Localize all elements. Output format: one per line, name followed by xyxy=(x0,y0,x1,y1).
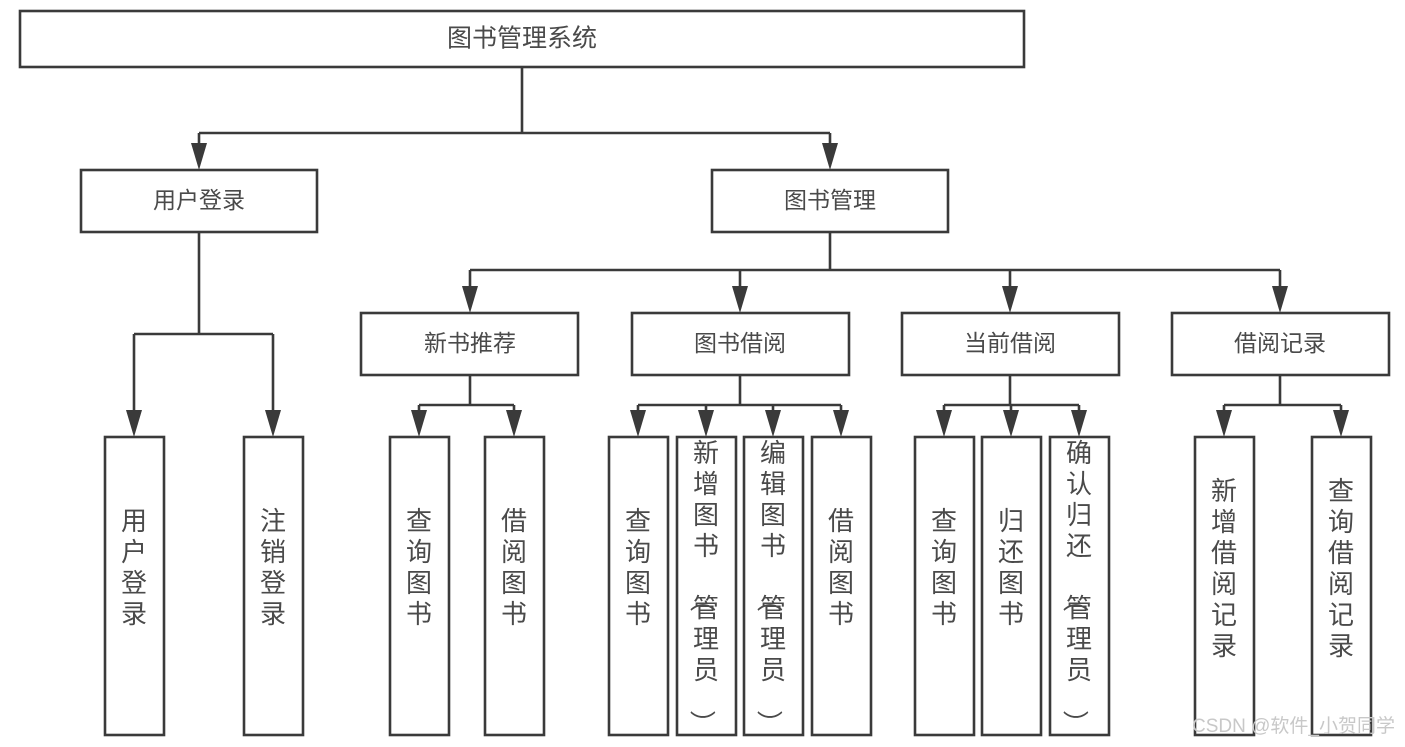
arrowhead-user-login xyxy=(191,143,207,170)
node-current-borrow-label: 当前借阅 xyxy=(964,330,1056,356)
node-leaf-add-book-box[interactable] xyxy=(675,435,738,737)
node-leaf-borrow-book-1-box[interactable] xyxy=(483,435,546,737)
connector-group-book-management xyxy=(462,232,1288,313)
node-leaf-borrow-book-2[interactable]: 借阅图书 xyxy=(810,435,873,737)
node-root-label: 图书管理系统 xyxy=(447,25,597,53)
node-leaf-query-record[interactable]: 查询借阅记录 xyxy=(1310,435,1373,737)
node-leaf-query-book-3-box[interactable] xyxy=(913,435,976,737)
arrowhead-book-management xyxy=(822,143,838,170)
node-user-login-label: 用户登录 xyxy=(153,187,245,213)
node-leaf-query-book-3-label: 查询图书 xyxy=(931,506,957,629)
node-leaf-edit-book[interactable]: 编辑图书（管理员） xyxy=(742,435,805,737)
node-leaf-user-logout[interactable]: 注销登录 xyxy=(242,435,305,737)
arrowhead-leaf-confirm-return xyxy=(1071,410,1087,437)
arrowhead-leaf-borrow-book-2 xyxy=(833,410,849,437)
node-leaf-return-book-label: 归还图书 xyxy=(998,506,1024,629)
arrowhead-leaf-query-book-2 xyxy=(630,410,646,437)
node-current-borrow-box[interactable] xyxy=(900,311,1121,377)
node-book-management-box[interactable] xyxy=(710,168,950,234)
arrowhead-leaf-query-book-3 xyxy=(936,410,952,437)
node-root[interactable]: 图书管理系统 xyxy=(18,9,1026,69)
node-leaf-query-book-3[interactable]: 查询图书 xyxy=(913,435,976,737)
node-leaf-add-record[interactable]: 新增借阅记录 xyxy=(1193,435,1256,737)
node-root-box[interactable] xyxy=(18,9,1026,69)
arrowhead-leaf-query-record xyxy=(1333,410,1349,437)
node-book-borrow-label: 图书借阅 xyxy=(694,330,786,356)
node-book-management-label: 图书管理 xyxy=(784,187,876,213)
node-leaf-borrow-book-1[interactable]: 借阅图书 xyxy=(483,435,546,737)
node-leaf-query-book-1[interactable]: 查询图书 xyxy=(388,435,451,737)
node-leaf-user-login[interactable]: 用户登录 xyxy=(103,435,166,737)
node-new-book-recommend-box[interactable] xyxy=(359,311,580,377)
arrowhead-leaf-query-book-1 xyxy=(411,410,427,437)
node-leaf-confirm-return-label: 确认归还（管理员） xyxy=(1060,438,1092,736)
node-leaf-query-book-2-label: 查询图书 xyxy=(625,506,651,629)
arrowhead-leaf-user-login xyxy=(126,410,142,437)
arrowhead-leaf-return-book xyxy=(1003,410,1019,437)
node-new-book-recommend-label: 新书推荐 xyxy=(424,330,516,356)
node-borrow-record[interactable]: 借阅记录 xyxy=(1170,311,1391,377)
arrowhead-new-book-recommend xyxy=(462,286,478,313)
node-leaf-edit-book-box[interactable] xyxy=(742,435,805,737)
node-book-borrow[interactable]: 图书借阅 xyxy=(630,311,851,377)
node-leaf-user-login-box[interactable] xyxy=(103,435,166,737)
node-leaf-query-book-2[interactable]: 查询图书 xyxy=(607,435,670,737)
connector-group-borrow-record xyxy=(1216,375,1349,437)
node-leaf-borrow-book-1-label: 借阅图书 xyxy=(501,506,527,629)
connector-group-new-book-recommend xyxy=(411,375,522,437)
node-leaf-query-book-1-box[interactable] xyxy=(388,435,451,737)
node-leaf-add-record-box[interactable] xyxy=(1193,435,1256,737)
connector-group-current-borrow xyxy=(936,375,1087,437)
arrowhead-leaf-user-logout xyxy=(265,410,281,437)
arrowhead-leaf-edit-book xyxy=(765,410,781,437)
arrowhead-book-borrow xyxy=(732,286,748,313)
node-leaf-confirm-return-box[interactable] xyxy=(1048,435,1111,737)
node-leaf-add-record-label: 新增借阅记录 xyxy=(1211,476,1237,661)
node-borrow-record-box[interactable] xyxy=(1170,311,1391,377)
node-current-borrow[interactable]: 当前借阅 xyxy=(900,311,1121,377)
connector-group-root xyxy=(191,67,838,170)
connector-group-user-login xyxy=(126,232,281,437)
node-leaf-user-logout-box[interactable] xyxy=(242,435,305,737)
connector-group-book-borrow xyxy=(630,375,849,437)
node-book-borrow-box[interactable] xyxy=(630,311,851,377)
node-leaf-return-book-box[interactable] xyxy=(980,435,1043,737)
arrowhead-leaf-borrow-book-1 xyxy=(506,410,522,437)
node-book-management[interactable]: 图书管理 xyxy=(710,168,950,234)
node-user-login-box[interactable] xyxy=(79,168,319,234)
node-leaf-add-book-label: 新增图书（管理员） xyxy=(687,438,719,736)
node-leaf-query-book-1-label: 查询图书 xyxy=(406,506,432,629)
node-leaf-edit-book-label: 编辑图书（管理员） xyxy=(754,438,786,736)
arrowhead-leaf-add-book xyxy=(698,410,714,437)
node-leaf-confirm-return[interactable]: 确认归还（管理员） xyxy=(1048,435,1111,737)
arrowhead-current-borrow xyxy=(1002,286,1018,313)
node-leaf-borrow-book-2-label: 借阅图书 xyxy=(828,506,854,629)
watermark-text: CSDN @软件_小贺同学 xyxy=(1192,715,1395,737)
node-leaf-return-book[interactable]: 归还图书 xyxy=(980,435,1043,737)
node-new-book-recommend[interactable]: 新书推荐 xyxy=(359,311,580,377)
node-user-login[interactable]: 用户登录 xyxy=(79,168,319,234)
node-leaf-borrow-book-2-box[interactable] xyxy=(810,435,873,737)
node-borrow-record-label: 借阅记录 xyxy=(1234,330,1326,356)
node-leaf-query-book-2-box[interactable] xyxy=(607,435,670,737)
node-leaf-add-book[interactable]: 新增图书（管理员） xyxy=(675,435,738,737)
arrowhead-leaf-add-record xyxy=(1216,410,1232,437)
node-leaf-query-record-box[interactable] xyxy=(1310,435,1373,737)
node-leaf-user-logout-label: 注销登录 xyxy=(260,506,286,629)
node-leaf-query-record-label: 查询借阅记录 xyxy=(1328,476,1354,661)
node-leaf-user-login-label: 用户登录 xyxy=(121,506,147,629)
arrowhead-borrow-record xyxy=(1272,286,1288,313)
